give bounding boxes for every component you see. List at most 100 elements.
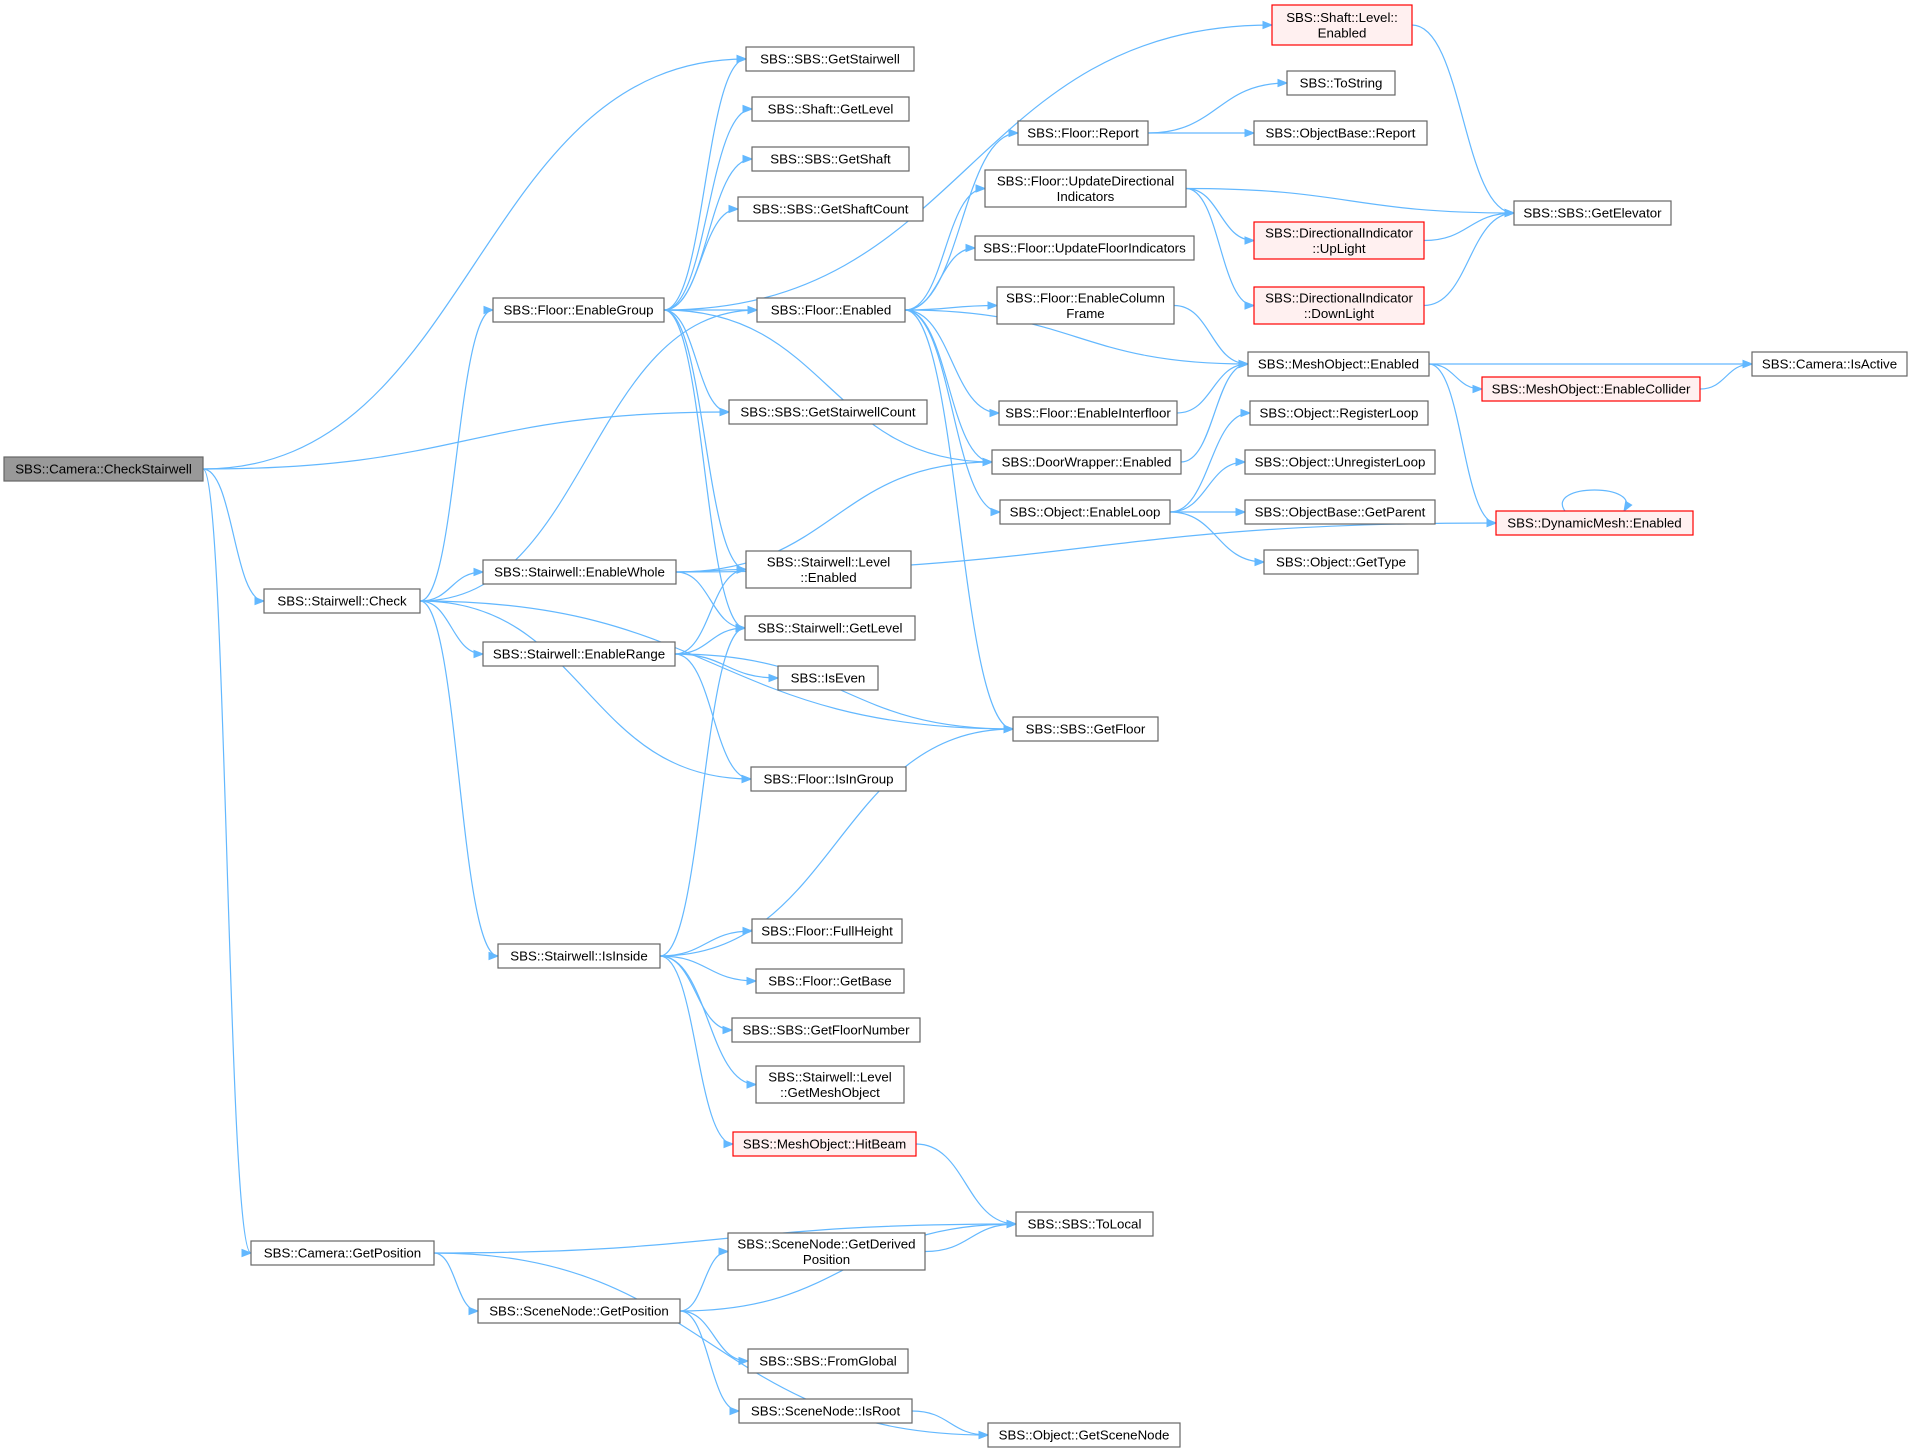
node-box[interactable] bbox=[1495, 510, 1694, 536]
node-sbs-stairwell-check[interactable]: SBS::Stairwell::Check bbox=[263, 588, 421, 614]
node-box[interactable] bbox=[1286, 70, 1396, 96]
node-sbs-stairwell-getlevel[interactable]: SBS::Stairwell::GetLevel bbox=[744, 615, 916, 641]
node-sbs-scenenode-getposition[interactable]: SBS::SceneNode::GetPosition bbox=[477, 1298, 681, 1324]
node-sbs-dynamicmesh-enabled[interactable]: SBS::DynamicMesh::Enabled bbox=[1495, 510, 1694, 536]
node-sbs-directionalindicator-uplight[interactable]: SBS::DirectionalIndicator::UpLight bbox=[1253, 221, 1425, 260]
node-sbs-camera-getposition[interactable]: SBS::Camera::GetPosition bbox=[250, 1240, 435, 1266]
node-box[interactable] bbox=[1513, 200, 1672, 226]
node-sbs-sbs-fromglobal[interactable]: SBS::SBS::FromGlobal bbox=[747, 1348, 909, 1374]
node-box[interactable] bbox=[738, 1398, 913, 1424]
node-sbs-sbs-getfloornumber[interactable]: SBS::SBS::GetFloorNumber bbox=[731, 1017, 921, 1043]
node-box[interactable] bbox=[482, 641, 676, 667]
node-box[interactable] bbox=[745, 550, 912, 589]
node-box[interactable] bbox=[1249, 400, 1429, 426]
node-box[interactable] bbox=[756, 297, 906, 323]
node-sbs-objectbase-report[interactable]: SBS::ObjectBase::Report bbox=[1253, 120, 1428, 146]
node-sbs-stairwell-enablewhole[interactable]: SBS::Stairwell::EnableWhole bbox=[482, 559, 677, 585]
node-box[interactable] bbox=[987, 1422, 1181, 1448]
node-sbs-stairwell-level-getmeshobject[interactable]: SBS::Stairwell::Level::GetMeshObject bbox=[755, 1065, 905, 1104]
node-box[interactable] bbox=[751, 146, 910, 172]
node-box[interactable] bbox=[3, 456, 204, 482]
node-box[interactable] bbox=[482, 559, 677, 585]
node-box[interactable] bbox=[755, 1065, 905, 1104]
node-sbs-floor-enabled[interactable]: SBS::Floor::Enabled bbox=[756, 297, 906, 323]
node-sbs-camera-checkstairwell[interactable]: SBS::Camera::CheckStairwell bbox=[3, 456, 204, 482]
node-sbs-sbs-tolocal[interactable]: SBS::SBS::ToLocal bbox=[1015, 1211, 1154, 1237]
node-box[interactable] bbox=[492, 297, 665, 323]
node-sbs-stairwell-isinside[interactable]: SBS::Stairwell::IsInside bbox=[497, 943, 661, 969]
node-sbs-floor-enablegroup[interactable]: SBS::Floor::EnableGroup bbox=[492, 297, 665, 323]
node-box[interactable] bbox=[747, 1348, 909, 1374]
node-box[interactable] bbox=[1247, 351, 1430, 377]
node-box[interactable] bbox=[732, 1131, 917, 1157]
node-box[interactable] bbox=[750, 766, 907, 792]
node-box[interactable] bbox=[731, 1017, 921, 1043]
node-box[interactable] bbox=[263, 588, 421, 614]
node-box[interactable] bbox=[497, 943, 661, 969]
node-sbs-shaft-level-enabled[interactable]: SBS::Shaft::Level::Enabled bbox=[1271, 4, 1413, 46]
node-sbs-floor-enableinterfloor[interactable]: SBS::Floor::EnableInterfloor bbox=[998, 400, 1178, 426]
node-box[interactable] bbox=[1253, 120, 1428, 146]
node-sbs-doorwrapper-enabled[interactable]: SBS::DoorWrapper::Enabled bbox=[991, 449, 1182, 475]
node-sbs-iseven[interactable]: SBS::IsEven bbox=[777, 665, 879, 691]
node-box[interactable] bbox=[1253, 286, 1425, 325]
node-box[interactable] bbox=[728, 399, 928, 425]
node-sbs-sbs-getshaftcount[interactable]: SBS::SBS::GetShaftCount bbox=[737, 196, 924, 222]
node-sbs-sbs-getstairwell[interactable]: SBS::SBS::GetStairwell bbox=[745, 46, 915, 72]
node-sbs-sbs-getelevator[interactable]: SBS::SBS::GetElevator bbox=[1513, 200, 1672, 226]
node-sbs-floor-report[interactable]: SBS::Floor::Report bbox=[1017, 120, 1149, 146]
node-sbs-stairwell-enablerange[interactable]: SBS::Stairwell::EnableRange bbox=[482, 641, 676, 667]
node-box[interactable] bbox=[755, 968, 905, 994]
node-box[interactable] bbox=[1012, 716, 1159, 742]
node-box[interactable] bbox=[751, 918, 903, 944]
node-box[interactable] bbox=[751, 96, 910, 122]
node-box[interactable] bbox=[1751, 351, 1908, 377]
node-sbs-object-getscenenode[interactable]: SBS::Object::GetSceneNode bbox=[987, 1422, 1181, 1448]
node-box[interactable] bbox=[744, 615, 916, 641]
node-sbs-floor-getbase[interactable]: SBS::Floor::GetBase bbox=[755, 968, 905, 994]
node-sbs-camera-isactive[interactable]: SBS::Camera::IsActive bbox=[1751, 351, 1908, 377]
node-sbs-floor-isingroup[interactable]: SBS::Floor::IsInGroup bbox=[750, 766, 907, 792]
node-box[interactable] bbox=[727, 1232, 926, 1271]
node-sbs-directionalindicator-downlight[interactable]: SBS::DirectionalIndicator::DownLight bbox=[1253, 286, 1425, 325]
node-sbs-sbs-getfloor[interactable]: SBS::SBS::GetFloor bbox=[1012, 716, 1159, 742]
node-sbs-object-unregisterloop[interactable]: SBS::Object::UnregisterLoop bbox=[1244, 449, 1436, 475]
node-sbs-scenenode-isroot[interactable]: SBS::SceneNode::IsRoot bbox=[738, 1398, 913, 1424]
node-sbs-meshobject-enablecollider[interactable]: SBS::MeshObject::EnableCollider bbox=[1481, 376, 1701, 402]
node-box[interactable] bbox=[999, 499, 1171, 525]
node-sbs-sbs-getstairwellcount[interactable]: SBS::SBS::GetStairwellCount bbox=[728, 399, 928, 425]
node-sbs-meshobject-hitbeam[interactable]: SBS::MeshObject::HitBeam bbox=[732, 1131, 917, 1157]
node-box[interactable] bbox=[250, 1240, 435, 1266]
node-box[interactable] bbox=[1253, 221, 1425, 260]
node-box[interactable] bbox=[1263, 549, 1419, 575]
node-box[interactable] bbox=[1244, 449, 1436, 475]
node-box[interactable] bbox=[745, 46, 915, 72]
node-sbs-sbs-getshaft[interactable]: SBS::SBS::GetShaft bbox=[751, 146, 910, 172]
node-box[interactable] bbox=[1271, 4, 1413, 46]
node-box[interactable] bbox=[1481, 376, 1701, 402]
node-sbs-objectbase-getparent[interactable]: SBS::ObjectBase::GetParent bbox=[1244, 499, 1436, 525]
node-sbs-floor-updatefloorindicators[interactable]: SBS::Floor::UpdateFloorIndicators bbox=[974, 235, 1195, 261]
node-box[interactable] bbox=[1244, 499, 1436, 525]
node-box[interactable] bbox=[984, 169, 1187, 208]
node-sbs-floor-fullheight[interactable]: SBS::Floor::FullHeight bbox=[751, 918, 903, 944]
node-box[interactable] bbox=[737, 196, 924, 222]
node-box[interactable] bbox=[1017, 120, 1149, 146]
node-box[interactable] bbox=[777, 665, 879, 691]
node-sbs-object-registerloop[interactable]: SBS::Object::RegisterLoop bbox=[1249, 400, 1429, 426]
node-sbs-shaft-getlevel[interactable]: SBS::Shaft::GetLevel bbox=[751, 96, 910, 122]
node-box[interactable] bbox=[996, 286, 1175, 325]
node-sbs-object-gettype[interactable]: SBS::Object::GetType bbox=[1263, 549, 1419, 575]
node-box[interactable] bbox=[1015, 1211, 1154, 1237]
node-sbs-meshobject-enabled[interactable]: SBS::MeshObject::Enabled bbox=[1247, 351, 1430, 377]
node-sbs-tostring[interactable]: SBS::ToString bbox=[1286, 70, 1396, 96]
node-box[interactable] bbox=[974, 235, 1195, 261]
node-sbs-stairwell-level-enabled[interactable]: SBS::Stairwell::Level::Enabled bbox=[745, 550, 912, 589]
node-box[interactable] bbox=[991, 449, 1182, 475]
node-box[interactable] bbox=[477, 1298, 681, 1324]
node-sbs-object-enableloop[interactable]: SBS::Object::EnableLoop bbox=[999, 499, 1171, 525]
node-box[interactable] bbox=[998, 400, 1178, 426]
